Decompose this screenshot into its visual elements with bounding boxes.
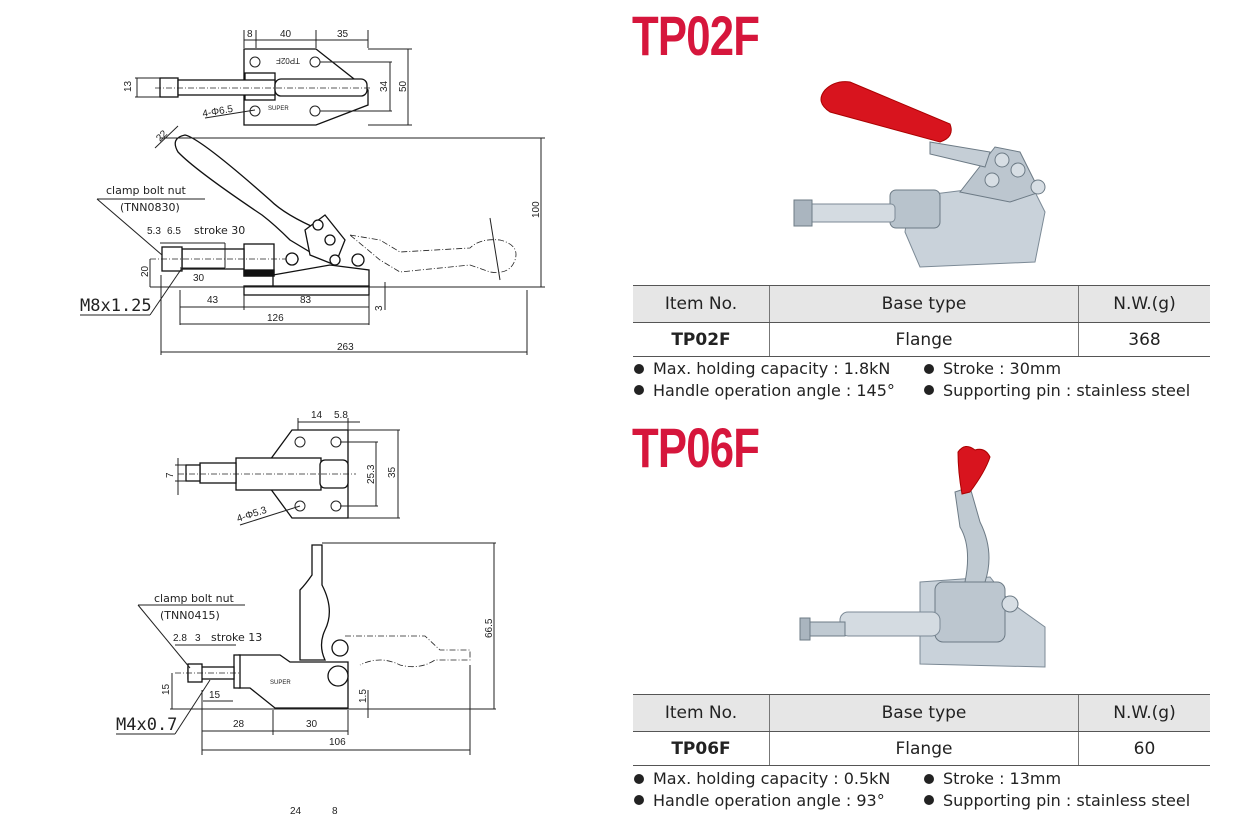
dim-35: 35: [337, 29, 349, 40]
thread-spec: M4x0.7: [116, 715, 177, 735]
tp02f-top-view: 8 40 35 13 34 50 4-Φ6.5 TP02F SUPER: [123, 29, 412, 126]
dim-5-8: 5.8: [334, 410, 348, 421]
spec-item: Stroke : 13mm: [924, 768, 1061, 790]
nut-code-label: (TNN0415): [160, 609, 220, 622]
dim-43: 43: [207, 295, 219, 306]
dim-8: 8: [247, 29, 253, 40]
col-base-type: Base type: [769, 285, 1079, 323]
col-weight: N.W.(g): [1078, 694, 1210, 732]
cell-base-type: Flange: [769, 322, 1079, 357]
dim-5-3: 5.3: [147, 226, 161, 237]
holes-label: 4-Φ6.5: [202, 104, 235, 120]
thread-spec: M8x1.25: [80, 296, 152, 316]
spec-item: Max. holding capacity : 1.8kN: [634, 358, 924, 380]
dim-30: 30: [193, 273, 205, 284]
dim-13: 13: [123, 80, 134, 92]
tp06f-side-view: SUPER clamp bolt nut (TNN0415) 2.8 3 str…: [116, 542, 496, 755]
partial-drawing-3: 24 8: [290, 806, 338, 817]
tp06f-top-view: 14 5.8 7 25.3 35 4-Φ5.3: [165, 410, 400, 526]
bullet-icon: [924, 795, 934, 806]
dim-15-vertical: 15: [161, 683, 172, 695]
holes-label: 4-Φ5.3: [236, 505, 269, 525]
product-photo-tp02f: [793, 81, 1046, 268]
cell-item-no: TP06F: [633, 731, 770, 766]
clamp-bolt-nut-label: clamp bolt nut: [154, 592, 235, 605]
dim-7: 7: [165, 472, 176, 478]
spec-item: Supporting pin : stainless steel: [924, 380, 1190, 402]
spec-item: Handle operation angle : 93°: [634, 790, 924, 812]
cell-weight: 368: [1078, 322, 1210, 357]
nut-code-label: (TNN0830): [120, 201, 180, 214]
dim-20: 20: [140, 265, 151, 277]
product-title-tp02f: TP02F: [632, 4, 760, 67]
dim-14: 14: [311, 410, 323, 421]
dim-6-5: 6.5: [167, 226, 181, 237]
spec-item: Supporting pin : stainless steel: [924, 790, 1190, 812]
spec-item: Max. holding capacity : 0.5kN: [634, 768, 924, 790]
stroke-label: stroke 30: [194, 224, 245, 237]
tp02f-side-view: 22 clamp bolt nut (TNN0830) 5.3 6.5 stro…: [80, 125, 545, 355]
dim-263: 263: [337, 342, 354, 353]
stamp-mirrored: TP02F: [276, 56, 300, 65]
clamp-bolt-nut-label: clamp bolt nut: [106, 184, 187, 197]
logo-stamp: SUPER: [268, 106, 289, 112]
bullet-icon: [634, 773, 644, 784]
spec-item: Handle operation angle : 145°: [634, 380, 924, 402]
dim-24: 24: [290, 806, 302, 817]
cell-weight: 60: [1078, 731, 1210, 766]
dim-28: 28: [233, 719, 245, 730]
dim-3: 3: [195, 633, 201, 644]
technical-drawings: 8 40 35 13 34 50 4-Φ6.5 TP02F SUPER: [80, 29, 545, 817]
stroke-label: stroke 13: [211, 631, 262, 644]
logo-stamp: SUPER: [270, 680, 291, 686]
dim-126: 126: [267, 313, 284, 324]
dim-1-5: 1.5: [358, 689, 369, 703]
product-photo-tp06f: [799, 446, 1046, 668]
dim-30: 30: [306, 719, 318, 730]
bullet-icon: [634, 795, 644, 806]
bullet-icon: [924, 773, 934, 784]
col-item-no: Item No.: [633, 694, 770, 732]
dim-106: 106: [329, 737, 346, 748]
col-weight: N.W.(g): [1078, 285, 1210, 323]
dim-3: 3: [374, 305, 385, 311]
col-item-no: Item No.: [633, 285, 770, 323]
dim-35: 35: [387, 466, 398, 478]
dim-83: 83: [300, 295, 312, 306]
dim-100: 100: [531, 201, 542, 218]
bullet-icon: [924, 385, 934, 396]
bullet-icon: [634, 363, 644, 374]
dim-22: 22: [154, 128, 170, 144]
dim-66-5: 66.5: [484, 618, 495, 638]
bullet-icon: [924, 363, 934, 374]
cell-base-type: Flange: [769, 731, 1079, 766]
dim-34: 34: [379, 80, 390, 92]
dim-25-3: 25.3: [366, 464, 377, 484]
dim-2-8: 2.8: [173, 633, 187, 644]
col-base-type: Base type: [769, 694, 1079, 732]
spec-item: Stroke : 30mm: [924, 358, 1061, 380]
dim-40: 40: [280, 29, 292, 40]
dim-15: 15: [209, 690, 221, 701]
bullet-icon: [634, 385, 644, 396]
product-title-tp06f: TP06F: [632, 416, 760, 479]
dim-50: 50: [398, 80, 409, 92]
cell-item-no: TP02F: [633, 322, 770, 357]
dim-8: 8: [332, 806, 338, 817]
